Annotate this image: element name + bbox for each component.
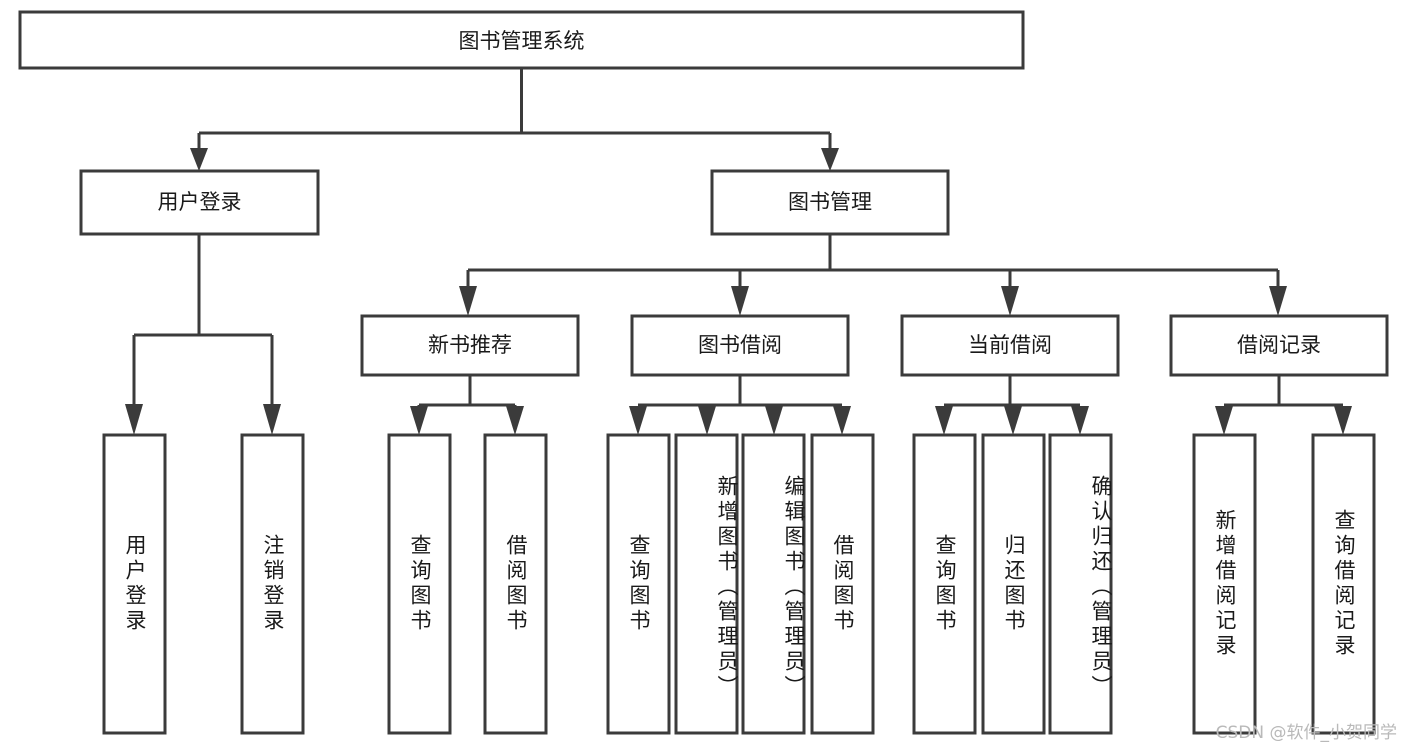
arrow-head-icon [1334, 406, 1352, 435]
arrow-head-icon [1269, 286, 1287, 316]
arrow-head-icon [1071, 406, 1089, 435]
node-box-borrow-record[interactable] [1169, 314, 1389, 377]
arrow-head-icon [1004, 406, 1022, 435]
arrow-head-icon [459, 286, 477, 316]
connector-borrow-to-leaves [629, 375, 851, 435]
node-box-leaf-add-record[interactable] [1192, 433, 1257, 735]
node-label-root: 图书管理系统 [459, 29, 585, 53]
node-box-leaf-query-book-current[interactable] [912, 433, 977, 735]
connector-bookmgmt-to-level3 [459, 234, 1287, 316]
connector-userlogin-to-leaves [125, 234, 281, 435]
arrow-head-icon [1215, 406, 1233, 435]
arrow-head-icon [821, 148, 839, 171]
node-label-borrow-record: 借阅记录 [1237, 333, 1321, 357]
arrow-head-icon [263, 404, 281, 435]
node-box-book-management[interactable] [710, 169, 950, 236]
node-box-leaf-borrow-book[interactable] [810, 433, 875, 735]
node-box-current-borrow[interactable] [900, 314, 1120, 377]
node-box-new-book-recommend[interactable] [360, 314, 580, 377]
node-box-leaf-logout[interactable] [240, 433, 305, 735]
node-box-user-login[interactable] [79, 169, 320, 236]
node-label-new-book-recommend: 新书推荐 [428, 333, 512, 357]
watermark-text: CSDN @软件_小贺同学 [1215, 723, 1397, 743]
node-box-leaf-edit-book-admin[interactable] [741, 433, 806, 735]
node-box-leaf-user-login[interactable] [102, 433, 167, 735]
arrow-head-icon [190, 148, 208, 171]
node-label-user-login: 用户登录 [158, 190, 242, 214]
arrow-head-icon [125, 404, 143, 435]
arrow-head-icon [629, 406, 647, 435]
arrow-head-icon [698, 406, 716, 435]
node-box-book-borrow[interactable] [630, 314, 850, 377]
arrow-head-icon [506, 406, 524, 435]
node-box-root[interactable] [18, 10, 1025, 70]
connector-current-to-leaves [935, 375, 1089, 435]
connector-root-to-level2 [190, 68, 839, 171]
arrow-head-icon [731, 286, 749, 316]
node-box-leaf-return-book[interactable] [981, 433, 1046, 735]
arrow-head-icon [935, 406, 953, 435]
node-box-leaf-confirm-return-admin[interactable] [1048, 433, 1113, 735]
node-label-current-borrow: 当前借阅 [968, 333, 1052, 357]
node-label-book-management: 图书管理 [788, 190, 872, 214]
arrow-head-icon [765, 406, 783, 435]
connector-record-to-leaves [1215, 375, 1352, 435]
node-label-book-borrow: 图书借阅 [698, 333, 782, 357]
node-box-leaf-query-book-rec[interactable] [387, 433, 452, 735]
arrow-head-icon [1001, 286, 1019, 316]
node-box-leaf-borrow-book-rec[interactable] [483, 433, 548, 735]
arrow-head-icon [833, 406, 851, 435]
node-box-leaf-add-book-admin[interactable] [674, 433, 739, 735]
arrow-head-icon [410, 406, 428, 435]
node-box-leaf-query-record[interactable] [1311, 433, 1376, 735]
node-box-leaf-query-book-borrow[interactable] [606, 433, 671, 735]
connector-newbook-to-leaves [410, 375, 524, 435]
